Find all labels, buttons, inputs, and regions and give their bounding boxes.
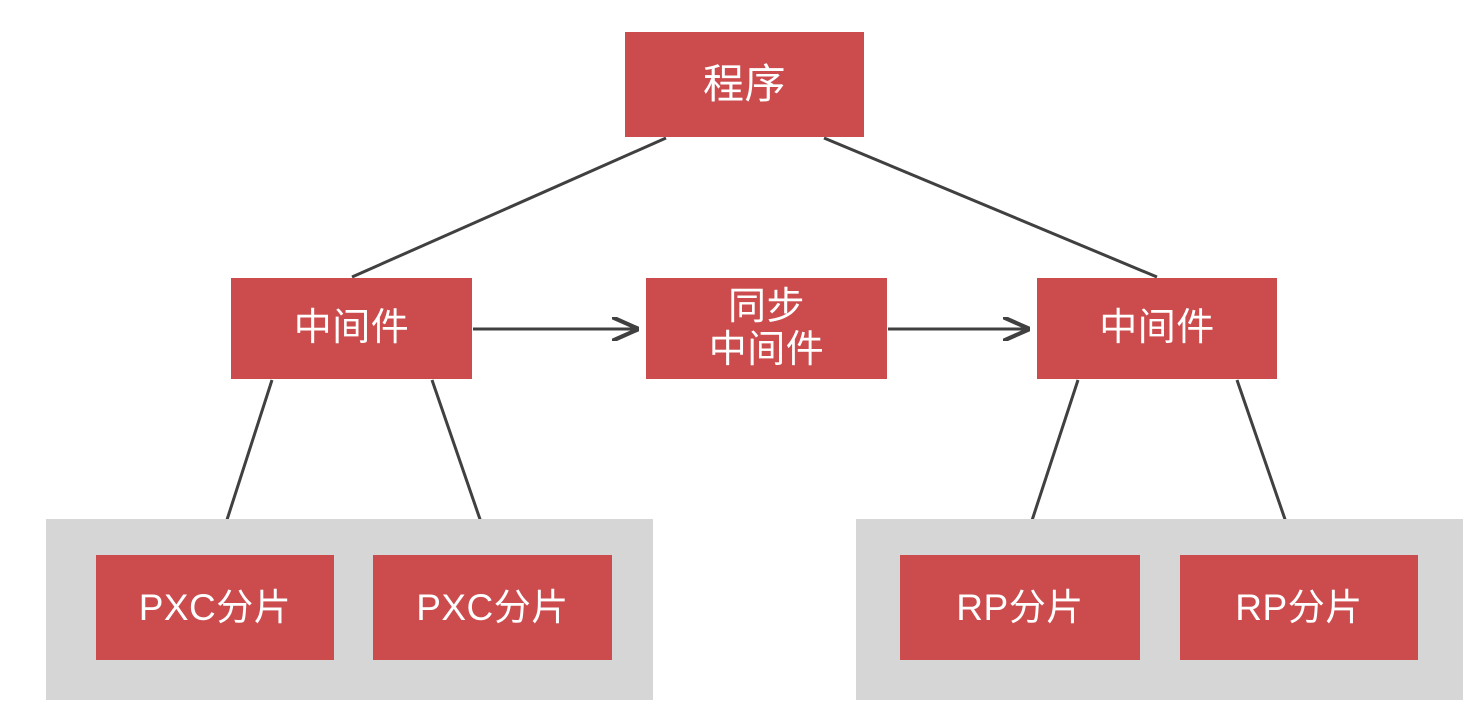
edge-app-to-middleware-left: [351, 136, 667, 279]
node-rp-shard-1[interactable]: RP分片: [900, 555, 1140, 660]
node-middleware-right[interactable]: 中间件: [1037, 278, 1277, 379]
node-pxc-shard-2[interactable]: PXC分片: [373, 555, 612, 660]
edge-app-to-middleware-right: [823, 136, 1158, 279]
node-pxc-shard-1[interactable]: PXC分片: [96, 555, 334, 660]
node-rp-shard-2[interactable]: RP分片: [1180, 555, 1418, 660]
node-sync-middleware[interactable]: 同步 中间件: [646, 278, 887, 379]
node-middleware-left[interactable]: 中间件: [231, 278, 472, 379]
node-app[interactable]: 程序: [625, 32, 864, 137]
